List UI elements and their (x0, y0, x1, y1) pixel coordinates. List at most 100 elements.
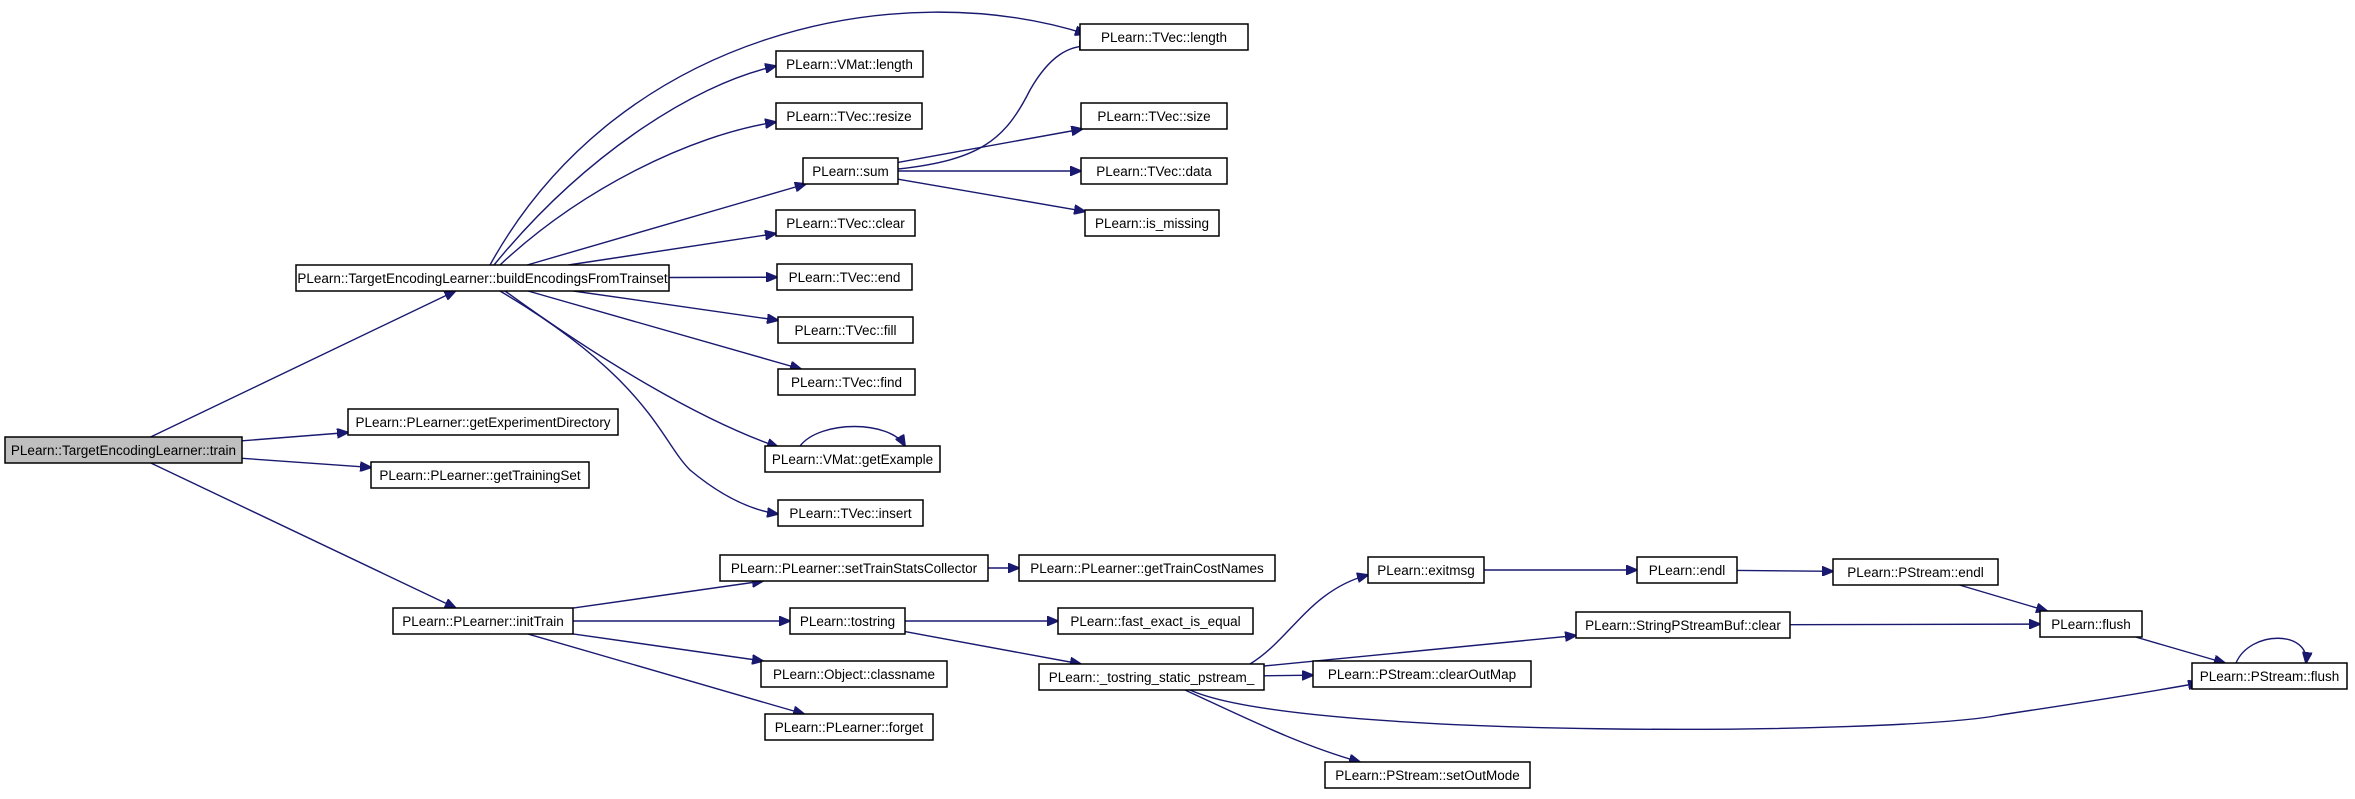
edge-sum-to-tvecLength (897, 46, 1090, 170)
node-box[interactable] (1080, 157, 1228, 185)
node-getExpDir[interactable]: PLearn::PLearner::getExperimentDirectory (347, 408, 619, 436)
node-box[interactable] (760, 660, 948, 688)
node-box[interactable] (777, 316, 914, 344)
edge-flush-to-pstreamFlush (2135, 636, 2225, 663)
node-label: PLearn::TVec::resize (786, 109, 911, 124)
edge-tostrStatic-to-clearOutMap (1263, 675, 1313, 676)
edge-tostrStatic-to-exitmsg (1249, 575, 1368, 665)
node-tvecEnd[interactable]: PLearn::TVec::end (776, 263, 913, 291)
node-pstreamFlush[interactable]: PLearn::PStream::flush (2191, 662, 2348, 690)
node-vmatLength[interactable]: PLearn::VMat::length (775, 50, 924, 78)
node-box[interactable] (1080, 102, 1228, 130)
node-label: PLearn::PStream::clearOutMap (1328, 667, 1516, 682)
node-clearOutMap[interactable]: PLearn::PStream::clearOutMap (1312, 660, 1532, 688)
node-box[interactable] (802, 157, 899, 185)
node-sum[interactable]: PLearn::sum (802, 157, 899, 185)
node-label: PLearn::PLearner::initTrain (402, 614, 564, 629)
node-tvecLength[interactable]: PLearn::TVec::length (1079, 23, 1249, 51)
edge-spsbClear-to-flush (1789, 624, 2040, 625)
node-train[interactable]: PLearn::TargetEncodingLearner::train (4, 436, 243, 464)
node-getExample[interactable]: PLearn::VMat::getExample (764, 445, 941, 473)
node-box[interactable] (1079, 23, 1249, 51)
node-label: PLearn::tostring (800, 614, 895, 629)
node-box[interactable] (1575, 611, 1791, 639)
node-label: PLearn::is_missing (1095, 216, 1209, 231)
edge-train-to-getExpDir (241, 433, 348, 442)
node-label: PLearn::StringPStreamBuf::clear (1585, 618, 1781, 633)
node-box[interactable] (776, 263, 913, 291)
node-endl[interactable]: PLearn::endl (1636, 556, 1738, 584)
node-tvecFill[interactable]: PLearn::TVec::fill (777, 316, 914, 344)
node-box[interactable] (789, 607, 906, 635)
edge-build-to-tvecFind (527, 290, 801, 369)
node-box[interactable] (1018, 554, 1276, 582)
node-box[interactable] (1636, 556, 1738, 584)
node-box[interactable] (775, 50, 924, 78)
node-forget[interactable]: PLearn::PLearner::forget (764, 713, 934, 741)
node-label: PLearn::exitmsg (1377, 563, 1475, 578)
node-fastExact[interactable]: PLearn::fast_exact_is_equal (1057, 607, 1254, 635)
node-box[interactable] (392, 607, 574, 635)
node-box[interactable] (347, 408, 619, 436)
edge-sum-to-tvecSize (897, 129, 1082, 164)
node-label: PLearn::TargetEncodingLearner::buildEnco… (297, 271, 667, 286)
node-label: PLearn::PStream::setOutMode (1335, 768, 1520, 783)
node-label: PLearn::TVec::data (1096, 164, 1212, 179)
node-box[interactable] (719, 554, 989, 582)
edge-tostrStatic-to-pstreamFlush (1189, 683, 2199, 730)
node-tvecResize[interactable]: PLearn::TVec::resize (775, 102, 923, 130)
edge-build-to-tvecLength (489, 11, 1086, 266)
node-label: PLearn::_tostring_static_pstream_ (1049, 670, 1255, 685)
node-box[interactable] (370, 461, 590, 489)
node-setOutMode[interactable]: PLearn::PStream::setOutMode (1324, 761, 1531, 789)
node-getTrainSet[interactable]: PLearn::PLearner::getTrainingSet (370, 461, 590, 489)
node-box[interactable] (775, 102, 923, 130)
node-classname[interactable]: PLearn::Object::classname (760, 660, 948, 688)
node-box[interactable] (1057, 607, 1254, 635)
node-label: PLearn::TVec::fill (794, 323, 896, 338)
edge-build-to-vmatLength (493, 66, 776, 266)
node-label: PLearn::TVec::end (789, 270, 901, 285)
node-box[interactable] (2191, 662, 2348, 690)
edge-pstreamEndl-to-flush (1959, 584, 2047, 611)
node-box[interactable] (1038, 663, 1265, 691)
node-build[interactable]: PLearn::TargetEncodingLearner::buildEnco… (295, 264, 670, 292)
node-box[interactable] (4, 436, 243, 464)
node-setTSC[interactable]: PLearn::PLearner::setTrainStatsCollector (719, 554, 989, 582)
edge-train-to-initTrain (150, 462, 456, 608)
node-exitmsg[interactable]: PLearn::exitmsg (1367, 556, 1485, 584)
node-box[interactable] (1312, 660, 1532, 688)
node-box[interactable] (777, 499, 924, 527)
node-box[interactable] (764, 713, 934, 741)
node-label: PLearn::PStream::endl (1847, 565, 1984, 580)
node-initTrain[interactable]: PLearn::PLearner::initTrain (392, 607, 574, 635)
node-box[interactable] (775, 209, 916, 237)
node-label: PLearn::TVec::insert (789, 506, 912, 521)
node-pstreamEndl[interactable]: PLearn::PStream::endl (1832, 558, 1999, 586)
node-tvecSize[interactable]: PLearn::TVec::size (1080, 102, 1228, 130)
node-spsbClear[interactable]: PLearn::StringPStreamBuf::clear (1575, 611, 1791, 639)
node-tostring[interactable]: PLearn::tostring (789, 607, 906, 635)
edge-build-to-tvecClear (568, 234, 776, 266)
edge-tostrStatic-to-setOutMode (1184, 689, 1360, 762)
node-box[interactable] (1324, 761, 1531, 789)
node-label: PLearn::VMat::getExample (772, 452, 933, 467)
node-isMissing[interactable]: PLearn::is_missing (1084, 209, 1220, 237)
node-box[interactable] (777, 368, 916, 396)
node-tvecData[interactable]: PLearn::TVec::data (1080, 157, 1228, 185)
node-box[interactable] (764, 445, 941, 473)
node-tvecFind[interactable]: PLearn::TVec::find (777, 368, 916, 396)
node-box[interactable] (1367, 556, 1485, 584)
edge-build-to-sum (527, 184, 806, 266)
node-tvecClear[interactable]: PLearn::TVec::clear (775, 209, 916, 237)
node-label: PLearn::endl (1649, 563, 1726, 578)
node-getTCN[interactable]: PLearn::PLearner::getTrainCostNames (1018, 554, 1276, 582)
node-tvecInsert[interactable]: PLearn::TVec::insert (777, 499, 924, 527)
node-box[interactable] (295, 264, 670, 292)
node-flush[interactable]: PLearn::flush (2039, 610, 2143, 638)
node-box[interactable] (1084, 209, 1220, 237)
node-tostrStatic[interactable]: PLearn::_tostring_static_pstream_ (1038, 663, 1265, 691)
node-box[interactable] (1832, 558, 1999, 586)
node-label: PLearn::PLearner::setTrainStatsCollector (731, 561, 978, 576)
node-box[interactable] (2039, 610, 2143, 638)
